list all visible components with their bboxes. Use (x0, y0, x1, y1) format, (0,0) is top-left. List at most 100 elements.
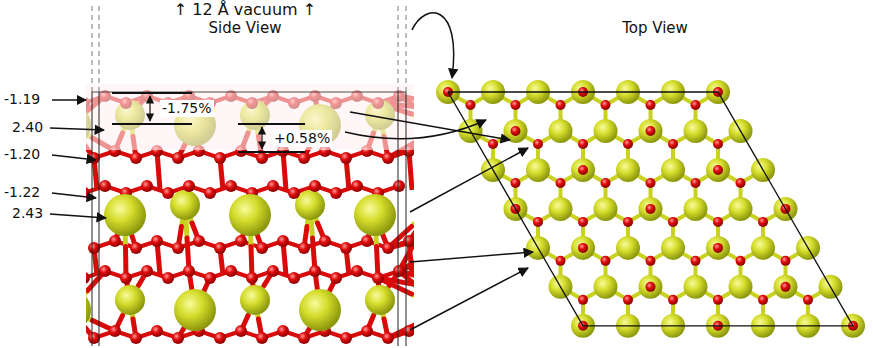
charge-value: -1.22 (4, 184, 40, 201)
leader-arrow (52, 193, 96, 198)
oxygen-atom (646, 178, 656, 188)
metal-atom (774, 275, 798, 299)
oxygen-atom (668, 139, 678, 149)
oxygen-atom (623, 139, 633, 149)
oxygen-atom (646, 204, 656, 214)
oxygen-atom (120, 272, 132, 284)
oxygen-atom (330, 272, 342, 284)
oxygen-atom (556, 100, 566, 110)
oxygen-atom (141, 180, 153, 192)
oxygen-atom (511, 178, 521, 188)
relaxation-percent: -1.75% (160, 100, 214, 117)
oxygen-atom (533, 217, 543, 227)
oxygen-atom (130, 332, 142, 344)
oxygen-atom (162, 272, 174, 284)
oxygen-atom (86, 272, 90, 284)
oxygen-atom (309, 265, 321, 277)
oxygen-atom (578, 243, 588, 253)
oxygen-atom (214, 332, 226, 344)
metal-atom (729, 275, 753, 299)
oxygen-atom (151, 325, 163, 337)
leader-arrow (52, 155, 96, 160)
oxygen-atom (204, 187, 216, 199)
oxygen-atom (403, 235, 414, 247)
oxygen-atom (736, 256, 746, 266)
vacuum-edge (398, 6, 399, 92)
oxygen-atom (646, 282, 656, 292)
bond-metal-half (412, 205, 415, 227)
oxygen-atom (99, 265, 111, 277)
oxygen-atom (298, 242, 310, 254)
oxygen-atom (578, 139, 588, 149)
oxygen-atom (130, 242, 142, 254)
oxygen-atom (713, 295, 723, 305)
oxygen-atom (578, 165, 588, 175)
distance-arrow (149, 96, 150, 121)
oxygen-atom (533, 139, 543, 149)
view-arrow (410, 268, 528, 330)
top-atoms (436, 80, 865, 338)
metal-atom (639, 275, 663, 299)
view-arrow (412, 13, 454, 78)
oxygen-atom (781, 282, 791, 292)
cell-outline (448, 92, 853, 326)
metal-atom (115, 285, 145, 315)
view-arrow (345, 120, 486, 139)
vacuum-edge (99, 6, 100, 92)
metal-atom (104, 194, 146, 236)
metal-atom (571, 236, 595, 260)
metal-atom (594, 197, 618, 221)
oxygen-atom (256, 332, 268, 344)
oxygen-atom (277, 325, 289, 337)
charge-value: 2.40 (12, 119, 43, 136)
oxygen-atom (172, 152, 184, 164)
oxygen-atom (172, 242, 184, 254)
oxygen-atom (736, 178, 746, 188)
metal-atom (639, 119, 663, 143)
oxygen-atom (330, 187, 342, 199)
oxygen-atom (214, 152, 226, 164)
oxygen-atom (713, 243, 723, 253)
vacuum-note: ↑ 12 Å vacuum ↑ (174, 1, 316, 18)
metal-atom (240, 285, 270, 315)
oxygen-atom (267, 265, 279, 277)
oxygen-atom (183, 265, 195, 277)
view-arrow (410, 252, 533, 262)
metal-atom (684, 275, 708, 299)
oxygen-atom (162, 187, 174, 199)
oxygen-atom (713, 165, 723, 175)
oxygen-atom (309, 180, 321, 192)
metal-atom (170, 190, 200, 220)
oxygen-atom (141, 265, 153, 277)
oxygen-atom (511, 126, 521, 136)
oxygen-atom (803, 295, 813, 305)
oxygen-atom (225, 265, 237, 277)
metal-atom (354, 194, 396, 236)
view-arrow (350, 112, 510, 140)
oxygen-atom (623, 295, 633, 305)
panel-title: Side View (209, 20, 282, 37)
oxygen-atom (466, 100, 476, 110)
oxygen-atom (556, 256, 566, 266)
oxygen-atom (601, 100, 611, 110)
oxygen-atom (88, 332, 100, 344)
oxygen-atom (288, 187, 300, 199)
metal-atom (616, 236, 640, 260)
charge-value: 2.43 (12, 205, 43, 222)
oxygen-atom (691, 100, 701, 110)
oxygen-atom (340, 152, 352, 164)
metal-atom (706, 236, 730, 260)
metal-atom (684, 197, 708, 221)
oxygen-atom (403, 325, 414, 337)
oxygen-atom (382, 242, 394, 254)
top-bonds (448, 92, 831, 326)
oxygen-atom (372, 272, 384, 284)
oxygen-atom (393, 265, 405, 277)
oxygen-atom (214, 242, 226, 254)
oxygen-atom (340, 332, 352, 344)
oxygen-atom (393, 180, 405, 192)
metal-atom (229, 194, 271, 236)
surface-layer-tint (86, 84, 414, 150)
